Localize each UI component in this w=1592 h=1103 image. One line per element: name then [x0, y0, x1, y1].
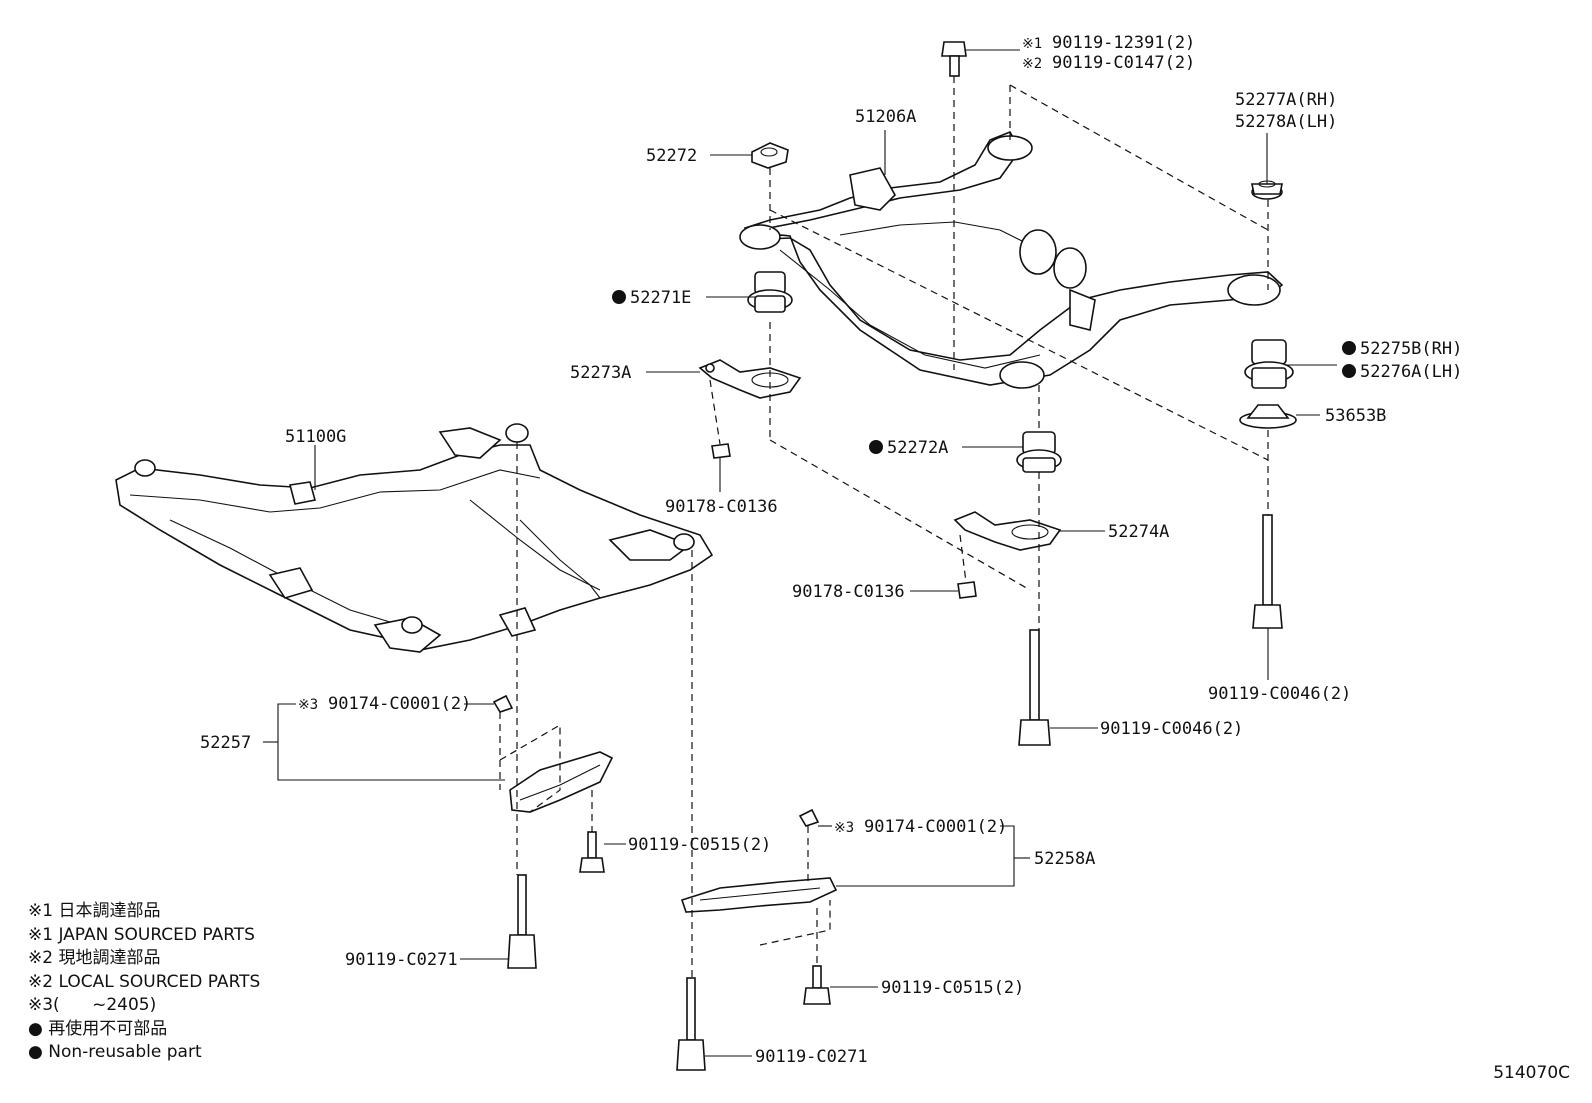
ref-mark-1: ※1 — [1022, 36, 1042, 52]
bolt-90119-C0046-right[interactable] — [1252, 514, 1283, 629]
nonreusable-mark — [869, 440, 883, 454]
bolt-90119-12391[interactable] — [941, 41, 967, 77]
label-52271E[interactable]: 52271E — [630, 288, 691, 308]
label-52272A[interactable]: 52272A — [887, 438, 948, 458]
label-52257[interactable]: 52257 — [200, 733, 251, 753]
label-51100G[interactable]: 51100G — [285, 427, 346, 447]
bushing-52271E[interactable] — [747, 271, 793, 313]
label-53653B[interactable]: 53653B — [1325, 406, 1386, 426]
label-90119-C0515-left[interactable]: 90119-C0515(2) — [628, 835, 771, 855]
nonreusable-mark — [1342, 364, 1356, 378]
label-52258A[interactable]: 52258A — [1034, 849, 1095, 869]
nonreusable-mark — [612, 290, 626, 304]
cushion-52272-top[interactable] — [751, 142, 789, 169]
bushing-52272A[interactable] — [1016, 431, 1062, 473]
label-52272[interactable]: 52272 — [646, 146, 697, 166]
legend-japan-sourced-jp: ※1 日本調達部品 — [28, 901, 161, 921]
label-90119-C0515-right[interactable]: 90119-C0515(2) — [881, 978, 1024, 998]
label-51206A[interactable]: 51206A — [855, 107, 916, 127]
ref-mark-3-left: ※3 — [298, 697, 318, 713]
label-52273A[interactable]: 52273A — [570, 363, 631, 383]
label-90174-C0001-left[interactable]: 90174-C0001(2) — [328, 694, 471, 714]
label-90119-C0147[interactable]: 90119-C0147(2) — [1052, 53, 1195, 73]
label-90119-C0046-middle[interactable]: 90119-C0046(2) — [1100, 719, 1243, 739]
label-52278A[interactable]: 52278A(LH) — [1235, 112, 1337, 132]
bolt-90119-C0515-right[interactable] — [803, 965, 831, 1005]
label-52277A[interactable]: 52277A(RH) — [1235, 90, 1337, 110]
cushion-52277A[interactable] — [1251, 180, 1283, 200]
bracket-52274A[interactable] — [953, 511, 1062, 551]
legend-nonreusable-jp: ● 再使用不可部品 — [28, 1018, 168, 1039]
callout-labels: 51206A 52272 52271E 52273A 51100G 90178-… — [200, 33, 1462, 1067]
legend-date-range: ※3( ~2405) — [28, 995, 157, 1015]
legend-local-sourced-en: ※2 LOCAL SOURCED PARTS — [28, 971, 261, 992]
bracket-52273A[interactable] — [698, 359, 802, 399]
label-90119-C0046-right[interactable]: 90119-C0046(2) — [1208, 684, 1351, 704]
diagram-id: 514070C — [1493, 1063, 1570, 1083]
legend-nonreusable-en: ● Non-reusable part — [28, 1042, 202, 1062]
stopper-53653B[interactable] — [1239, 404, 1297, 429]
nut-90174-C0001-right[interactable] — [798, 808, 820, 827]
brace-52258A[interactable] — [680, 877, 838, 913]
label-90119-C0271-left[interactable]: 90119-C0271 — [345, 950, 458, 970]
label-90178-C0136-b[interactable]: 90178-C0136 — [792, 582, 905, 602]
nonreusable-mark — [1342, 341, 1356, 355]
assembly-lines — [499, 76, 1269, 978]
legend-japan-sourced-en: ※1 JAPAN SOURCED PARTS — [28, 924, 255, 945]
label-90119-C0271-right[interactable]: 90119-C0271 — [755, 1047, 868, 1067]
label-90178-C0136-a[interactable]: 90178-C0136 — [665, 497, 778, 517]
leader-lines — [263, 49, 1337, 1057]
legend-local-sourced-jp: ※2 現地調達部品 — [28, 948, 161, 968]
ref-mark-2: ※2 — [1022, 56, 1042, 72]
label-52274A[interactable]: 52274A — [1108, 522, 1169, 542]
bolt-90119-C0515-left[interactable] — [579, 831, 605, 873]
bushing-52275B[interactable] — [1244, 339, 1294, 389]
ref-mark-3-right: ※3 — [834, 820, 854, 836]
label-52275B[interactable]: 52275B(RH) — [1360, 339, 1462, 359]
front-subframe-51100G[interactable] — [115, 423, 714, 653]
label-52276A[interactable]: 52276A(LH) — [1360, 362, 1462, 382]
brace-52257[interactable] — [509, 751, 614, 813]
label-90174-C0001-right[interactable]: 90174-C0001(2) — [864, 817, 1007, 837]
nut-90178-C0136-a[interactable] — [711, 443, 731, 459]
nut-90174-C0001-left[interactable] — [492, 694, 514, 713]
bolt-90119-C0271-left[interactable] — [507, 874, 537, 969]
label-90119-12391[interactable]: 90119-12391(2) — [1052, 33, 1195, 53]
rear-subframe-51206A[interactable] — [739, 130, 1284, 389]
legend: ※1 日本調達部品 ※1 JAPAN SOURCED PARTS ※2 現地調達… — [28, 900, 260, 1065]
bolt-90119-C0046-middle[interactable] — [1018, 629, 1051, 746]
bolt-90119-C0271-right[interactable] — [676, 977, 706, 1071]
nut-90178-C0136-b[interactable] — [957, 581, 977, 599]
